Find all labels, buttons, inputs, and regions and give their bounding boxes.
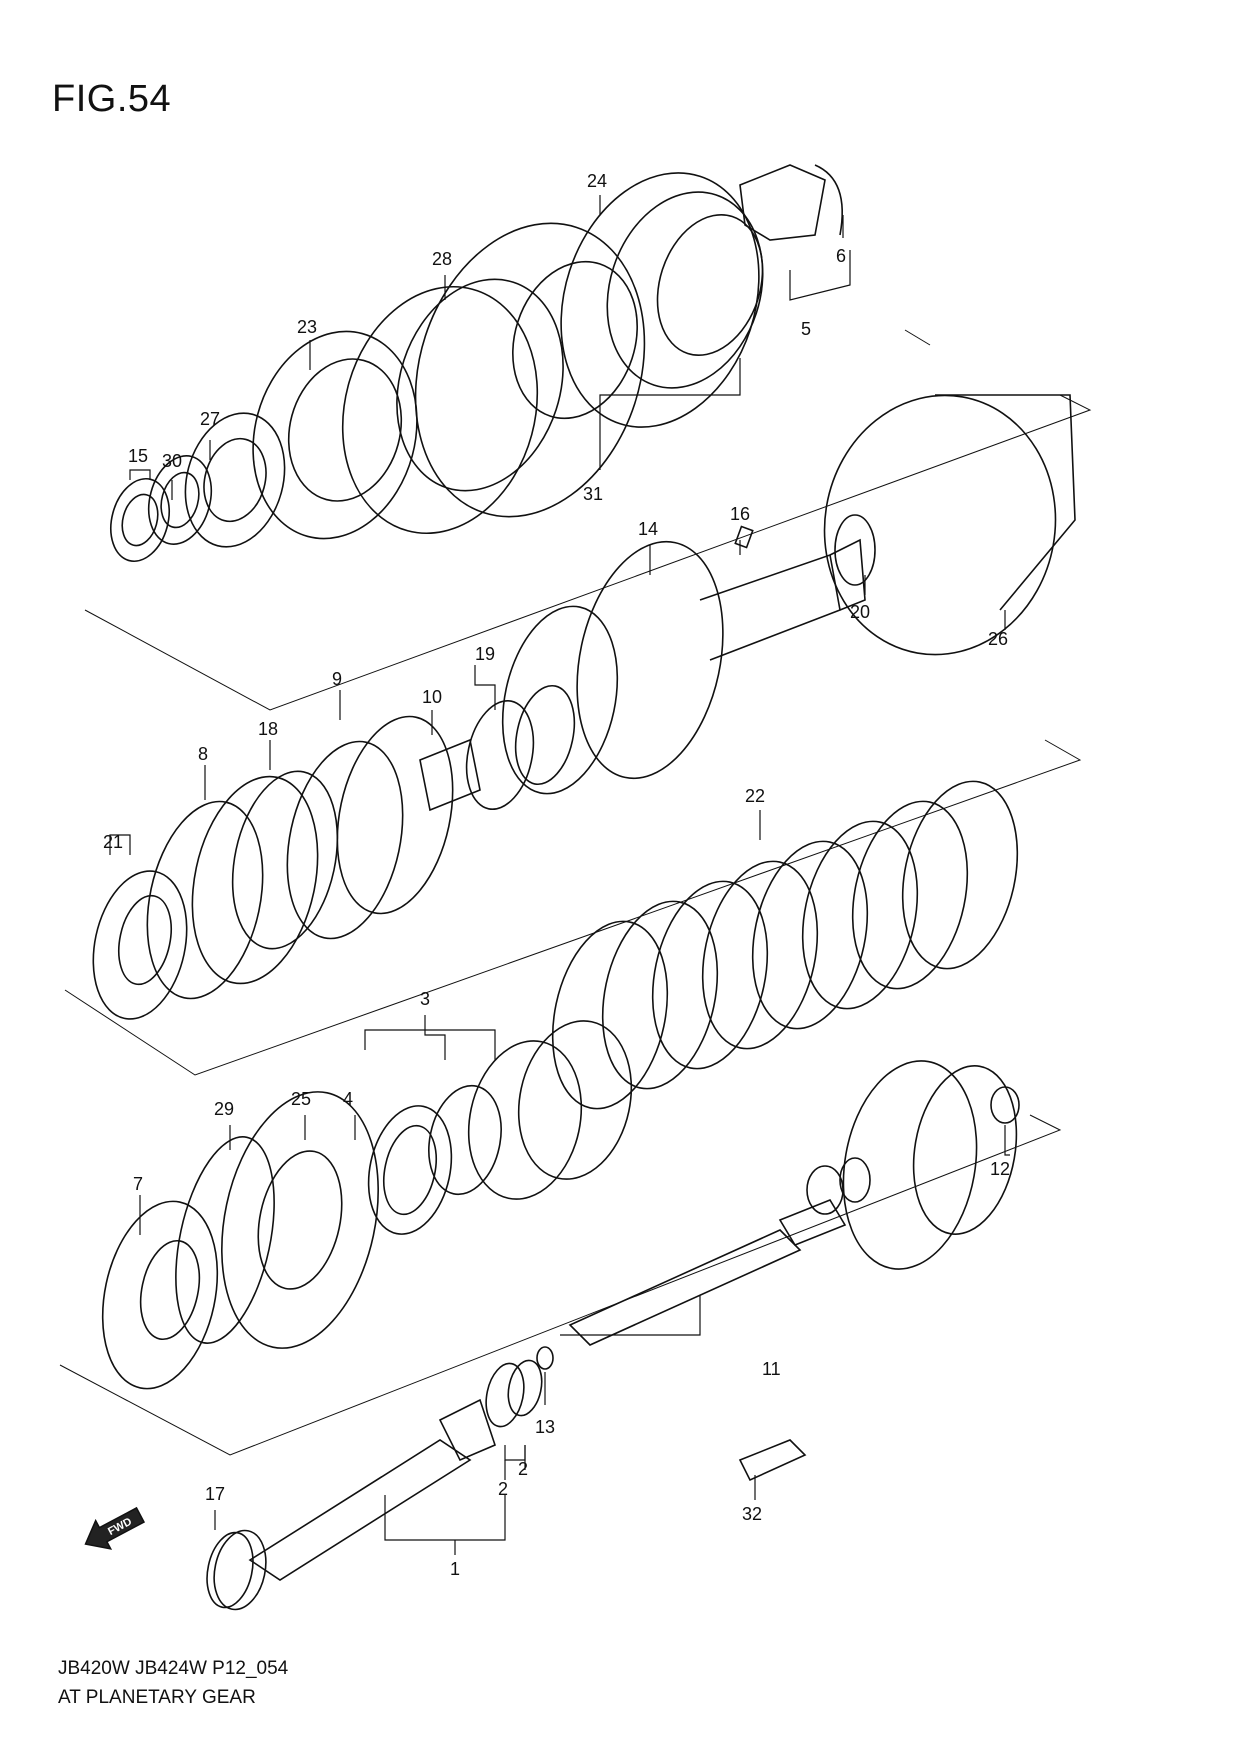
footer-model-code: JB420W JB424W P12_054 bbox=[58, 1658, 289, 1679]
callout-14: 14 bbox=[638, 519, 658, 539]
callout-31: 31 bbox=[583, 484, 603, 504]
callout-26: 26 bbox=[988, 629, 1008, 649]
part-10-sun-gear bbox=[419, 738, 481, 812]
part-25-clutch-plate bbox=[221, 1091, 379, 1349]
part-17-snap-ring bbox=[206, 1531, 254, 1609]
part-18-snap-ring bbox=[231, 770, 339, 950]
part-22-clutch-pack bbox=[551, 780, 1019, 1110]
part-15-bearing bbox=[110, 477, 170, 563]
part-1-shaft bbox=[213, 1359, 543, 1611]
callout-21: 21 bbox=[103, 832, 123, 852]
part-9-carrier bbox=[286, 715, 454, 940]
callout-32: 32 bbox=[742, 1504, 762, 1524]
part-5-6-bracket bbox=[739, 164, 843, 241]
callout-5: 5 bbox=[801, 319, 811, 339]
callout-labels: 1 2 2 3 4 5 6 7 8 9 10 11 12 13 14 15 16… bbox=[103, 171, 1010, 1579]
part-19-bearing bbox=[465, 684, 576, 811]
callout-4: 4 bbox=[343, 1089, 353, 1109]
leader-lines bbox=[109, 195, 1010, 1555]
callout-2a: 2 bbox=[498, 1479, 508, 1499]
callout-18: 18 bbox=[258, 719, 278, 739]
part-26-drum-shell bbox=[823, 394, 1076, 656]
part-27-plate bbox=[184, 412, 286, 548]
callout-28: 28 bbox=[432, 249, 452, 269]
part-28-piston bbox=[396, 222, 646, 518]
callout-8: 8 bbox=[198, 744, 208, 764]
part-8-ring-gear bbox=[146, 775, 319, 1000]
callout-9: 9 bbox=[332, 669, 342, 689]
part-3-planetary-set bbox=[428, 1020, 633, 1200]
group-frames bbox=[59, 329, 1092, 1456]
callout-27: 27 bbox=[200, 409, 220, 429]
part-4-bearing bbox=[367, 1105, 453, 1235]
part-23-drum bbox=[252, 285, 539, 540]
callout-30: 30 bbox=[162, 451, 182, 471]
callout-23: 23 bbox=[297, 317, 317, 337]
fwd-arrow-icon: FWD bbox=[84, 1506, 146, 1550]
callout-29: 29 bbox=[214, 1099, 234, 1119]
callout-20: 20 bbox=[850, 602, 870, 622]
part-24-seal-ring bbox=[560, 172, 764, 428]
callout-15: 15 bbox=[128, 446, 148, 466]
part-14-clutch-hub bbox=[501, 538, 866, 795]
callout-17: 17 bbox=[205, 1484, 225, 1504]
callout-6: 6 bbox=[836, 246, 846, 266]
callout-10: 10 bbox=[422, 687, 442, 707]
part-11-shaft bbox=[536, 1157, 871, 1370]
part-29-snap-ring bbox=[175, 1136, 275, 1344]
figure-title: FIG.54 bbox=[52, 78, 172, 120]
part-16-20-pin-ring bbox=[734, 514, 876, 586]
callout-24: 24 bbox=[587, 171, 607, 191]
part-12-drum bbox=[842, 1060, 1020, 1270]
callout-11: 11 bbox=[762, 1359, 781, 1379]
footer-figure-name: AT PLANETARY GEAR bbox=[58, 1687, 256, 1708]
callout-16: 16 bbox=[730, 504, 750, 524]
part-7-one-way-clutch bbox=[101, 1200, 219, 1390]
callout-3: 3 bbox=[420, 989, 430, 1009]
callout-22: 22 bbox=[745, 786, 765, 806]
callout-13: 13 bbox=[535, 1417, 555, 1437]
part-21-washer bbox=[92, 870, 188, 1020]
callout-12: 12 bbox=[990, 1159, 1010, 1179]
callout-2b: 2 bbox=[518, 1459, 528, 1479]
callout-1: 1 bbox=[450, 1559, 460, 1579]
part-30-washer bbox=[147, 455, 213, 545]
callout-19: 19 bbox=[475, 644, 495, 664]
callout-7: 7 bbox=[133, 1174, 143, 1194]
callout-25: 25 bbox=[291, 1089, 311, 1109]
part-32-clip bbox=[738, 1439, 807, 1482]
